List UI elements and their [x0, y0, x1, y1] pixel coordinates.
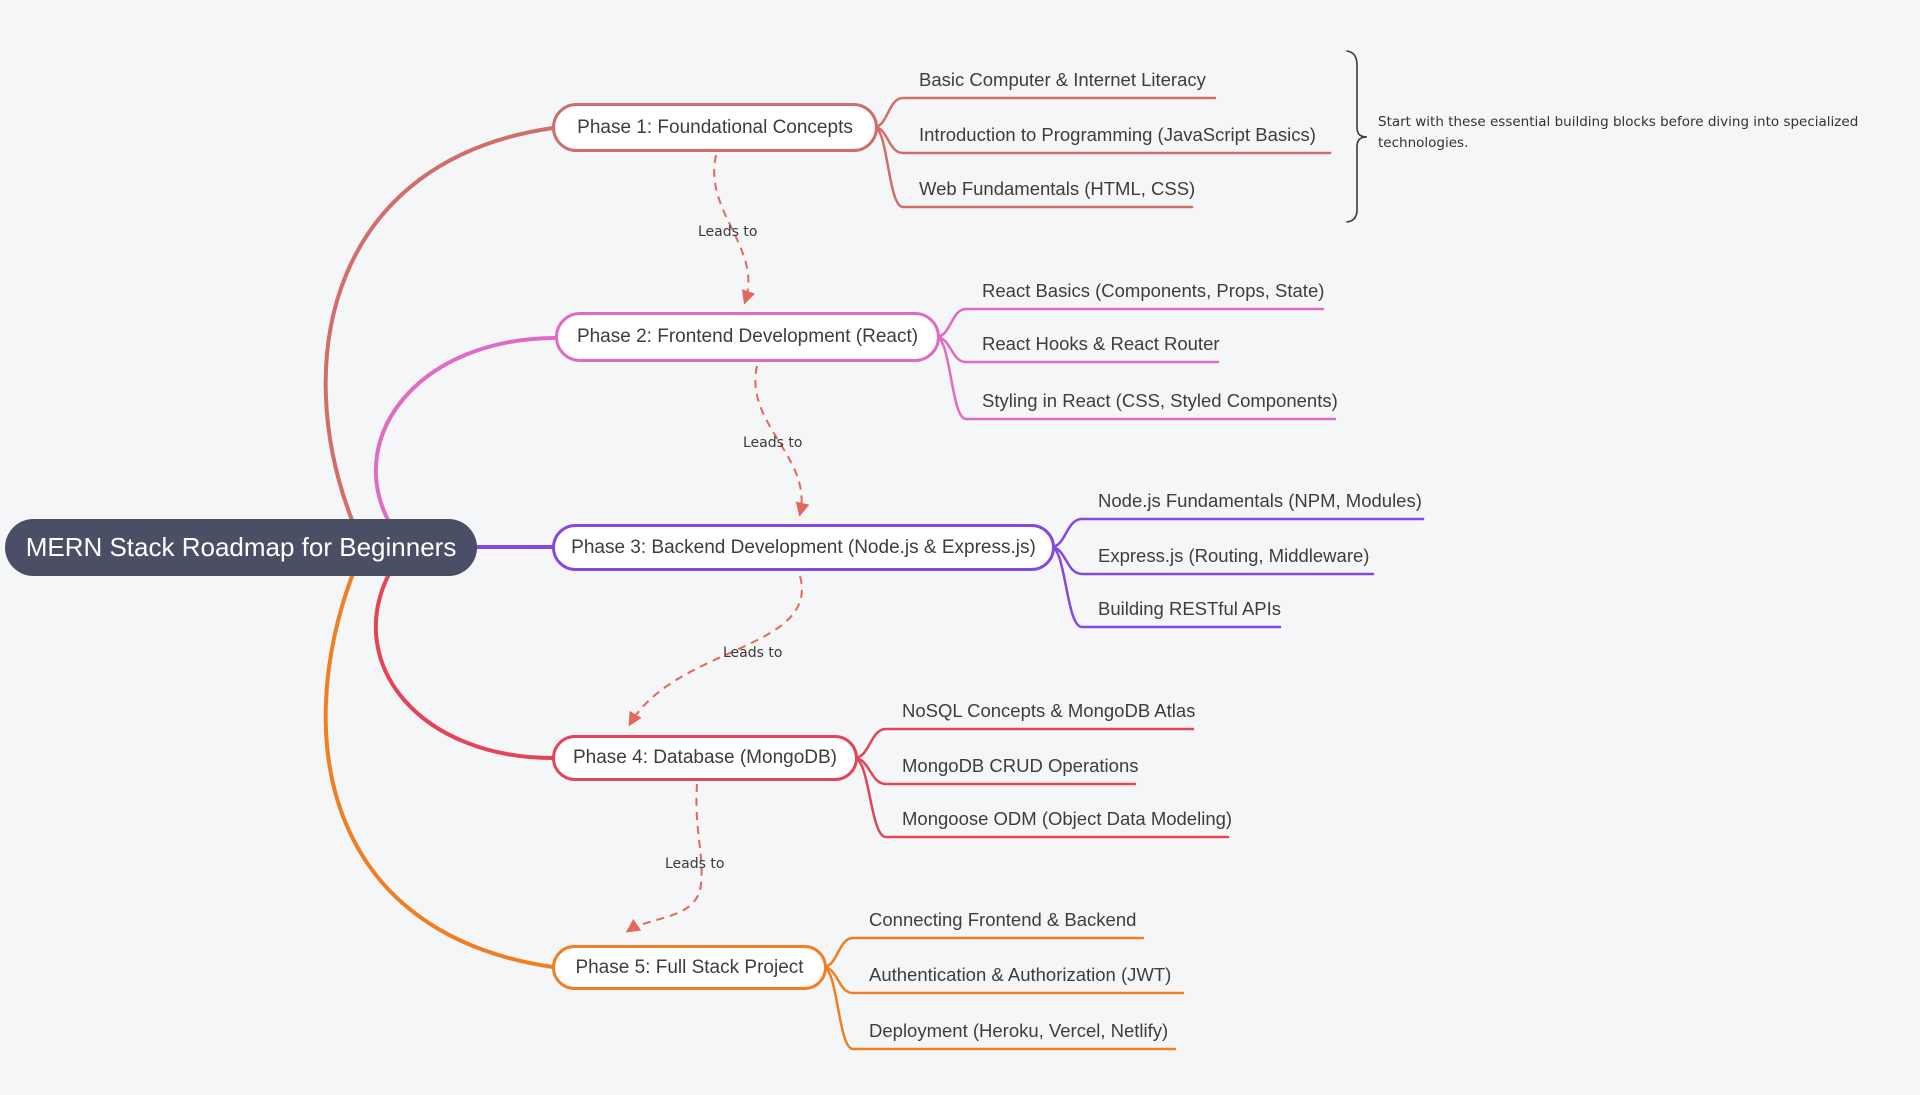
- leads-to-arrow-4: [625, 783, 703, 933]
- phase-5-label: Phase 5: Full Stack Project: [575, 956, 804, 978]
- phase-4-node[interactable]: Phase 4: Database (MongoDB): [552, 735, 858, 781]
- phase-2-child-3[interactable]: Styling in React (CSS, Styled Components…: [982, 390, 1338, 411]
- phase-3-child-3[interactable]: Building RESTful APIs: [1098, 598, 1282, 619]
- phase-5-child-2[interactable]: Authentication & Authorization (JWT): [869, 964, 1172, 985]
- child-link: [852, 727, 1195, 760]
- root-node-label: MERN Stack Roadmap for Beginners: [25, 532, 457, 562]
- leads-to-arrows: [625, 154, 810, 933]
- child-link: [1049, 517, 1425, 549]
- phase-3-label: Phase 3: Backend Development (Node.js & …: [571, 536, 1036, 558]
- phase-5-child-3[interactable]: Deployment (Heroku, Vercel, Netlify): [869, 1020, 1169, 1041]
- child-links-phase-2: [934, 307, 1337, 421]
- child-link: [821, 936, 1145, 969]
- child-link: [934, 307, 1325, 339]
- phase-2-child-1[interactable]: React Basics (Components, Props, State): [982, 280, 1325, 301]
- phase-2-node[interactable]: Phase 2: Frontend Development (React): [555, 312, 940, 362]
- phase-2-child-2[interactable]: React Hooks & React Router: [982, 333, 1220, 354]
- leads-to-arrow-2: [754, 365, 810, 517]
- child-links-phase-5: [821, 936, 1185, 1051]
- phase-1-node[interactable]: Phase 1: Foundational Concepts: [552, 103, 878, 152]
- branch-curve-phase-4: [373, 574, 555, 760]
- phase-1-label: Phase 1: Foundational Concepts: [577, 116, 853, 138]
- child-link: [852, 756, 1230, 839]
- root-node[interactable]: MERN Stack Roadmap for Beginners: [5, 519, 477, 576]
- phase-4-child-1[interactable]: NoSQL Concepts & MongoDB Atlas: [902, 700, 1196, 721]
- phase-1-child-1[interactable]: Basic Computer & Internet Literacy: [919, 69, 1206, 90]
- phase-4-child-3[interactable]: Mongoose ODM (Object Data Modeling): [902, 808, 1233, 829]
- phase-5-child-1[interactable]: Connecting Frontend & Backend: [869, 909, 1137, 930]
- phase-3-child-1[interactable]: Node.js Fundamentals (NPM, Modules): [1098, 490, 1422, 511]
- child-link: [872, 125, 1194, 209]
- annotation-bracket: [1346, 50, 1368, 223]
- child-links-phase-3: [1049, 517, 1425, 629]
- branch-curve-phase-2: [374, 336, 558, 522]
- leads-to-label-4: Leads to: [665, 856, 725, 872]
- phase-3-child-2[interactable]: Express.js (Routing, Middleware): [1098, 545, 1370, 566]
- leads-to-label-2: Leads to: [743, 435, 803, 451]
- child-link: [1049, 545, 1282, 629]
- phase-3-node[interactable]: Phase 3: Backend Development (Node.js & …: [552, 524, 1055, 571]
- bracket-path: [1346, 50, 1368, 223]
- phase-4-child-2[interactable]: MongoDB CRUD Operations: [902, 755, 1139, 776]
- phase-1-child-3[interactable]: Web Fundamentals (HTML, CSS): [919, 178, 1196, 199]
- phase-5-node[interactable]: Phase 5: Full Stack Project: [552, 945, 827, 990]
- branch-curve-phase-1: [323, 126, 555, 522]
- phase-1-child-2[interactable]: Introduction to Programming (JavaScript …: [919, 124, 1316, 145]
- phase-4-label: Phase 4: Database (MongoDB): [572, 747, 838, 768]
- phase-2-label: Phase 2: Frontend Development (React): [576, 326, 919, 347]
- leads-to-arrow-1: [713, 154, 756, 305]
- leads-to-label-1: Leads to: [698, 224, 758, 240]
- child-link: [934, 335, 1337, 421]
- branch-curves: [323, 126, 558, 969]
- child-link: [821, 965, 1177, 1051]
- branch-curve-phase-5: [323, 574, 555, 969]
- leads-to-label-3: Leads to: [723, 645, 783, 661]
- annotation-text: Start with these essential building bloc…: [1378, 114, 1859, 151]
- child-links-phase-4: [852, 727, 1230, 839]
- leads-to-arrow-3: [628, 575, 803, 727]
